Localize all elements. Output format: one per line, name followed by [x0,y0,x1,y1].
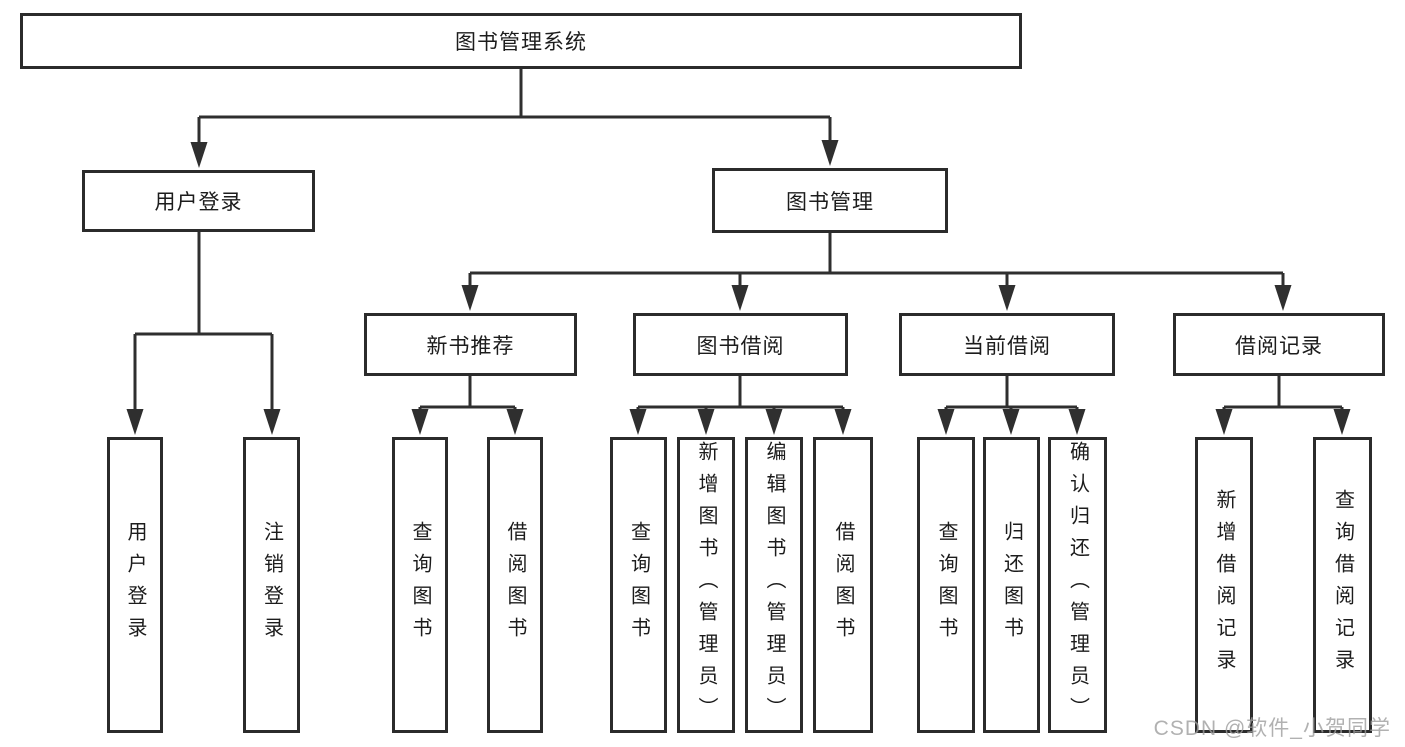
node-label: 查询图书 [627,521,650,649]
node-label: 借阅图书 [832,521,854,649]
node-book-management: 图书管理 [712,168,948,233]
node-logout: 注销登录 [243,437,300,733]
node-label: 编辑图书（管理员） [763,441,785,729]
node-query-borrow-record: 查询借阅记录 [1313,437,1372,733]
node-add-borrow-record: 新增借阅记录 [1195,437,1253,733]
node-label: 查询图书 [409,521,431,649]
node-confirm-return-admin: 确认归还（管理员） [1048,437,1107,733]
node-label: 借阅图书 [504,521,526,649]
node-query-books-1: 查询图书 [392,437,448,733]
node-query-books-2: 查询图书 [610,437,667,733]
node-label: 注销登录 [260,521,283,649]
node-book-borrow: 图书借阅 [633,313,848,376]
node-borrow-books-1: 借阅图书 [487,437,543,733]
node-borrow-records: 借阅记录 [1173,313,1385,376]
node-label: 查询借阅记录 [1331,489,1354,681]
node-return-books: 归还图书 [983,437,1040,733]
node-borrow-books-2: 借阅图书 [813,437,873,733]
node-label: 用户登录 [124,521,146,649]
node-edit-books-admin: 编辑图书（管理员） [745,437,803,733]
node-add-books-admin: 新增图书（管理员） [677,437,735,733]
node-query-books-3: 查询图书 [917,437,975,733]
node-label: 查询图书 [935,521,957,649]
node-label: 新增图书（管理员） [695,441,717,729]
node-label: 确认归还（管理员） [1066,441,1089,729]
node-library-management-system: 图书管理系统 [20,13,1022,69]
node-new-book-recommend: 新书推荐 [364,313,577,376]
node-label: 新增借阅记录 [1213,489,1235,681]
node-user-login-action: 用户登录 [107,437,163,733]
node-user-login: 用户登录 [82,170,315,232]
arrowhead-icons [126,140,1351,435]
node-label: 归还图书 [1000,521,1023,649]
node-current-borrow: 当前借阅 [899,313,1115,376]
